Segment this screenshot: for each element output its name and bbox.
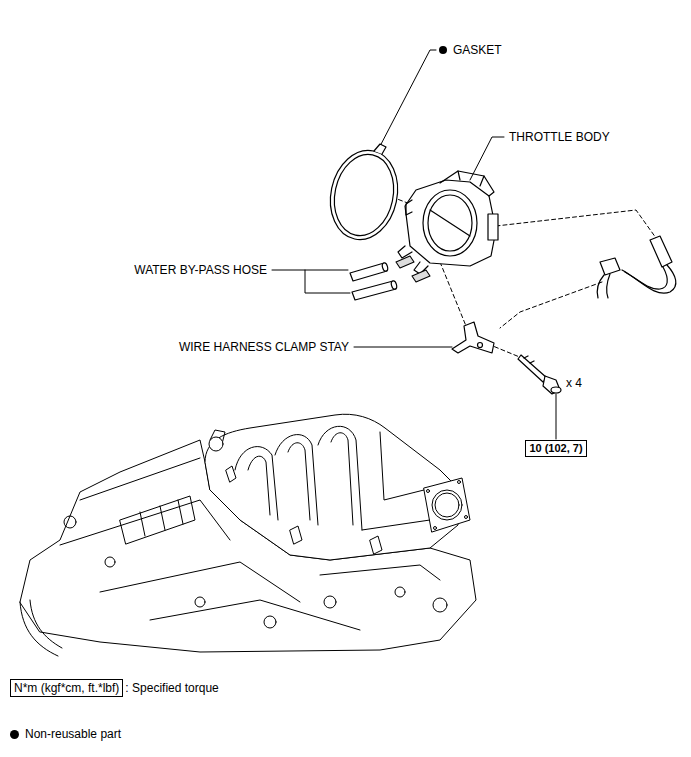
leader-lines <box>378 50 436 150</box>
engine-illustration <box>290 526 302 544</box>
wire-harness <box>650 236 672 267</box>
engine-illustration <box>20 414 476 656</box>
legend-text: Non-reusable part <box>25 727 121 741</box>
engine-illustration <box>331 433 353 525</box>
engine-illustration <box>458 481 461 484</box>
engine-illustration <box>432 490 462 520</box>
wire-harness <box>607 274 610 298</box>
engine-illustration <box>60 500 230 545</box>
hose-fitting <box>412 270 430 282</box>
throttle-body <box>430 210 470 236</box>
legend-note: : Specified torque <box>124 681 219 695</box>
engine-illustration <box>205 414 458 560</box>
wire-harness <box>597 275 604 298</box>
bolt <box>524 356 528 358</box>
engine-illustration <box>105 557 115 567</box>
gasket-ring <box>374 144 386 154</box>
leader-lines <box>556 394 557 439</box>
bolt <box>530 361 534 363</box>
gasket-ring <box>322 144 405 246</box>
throttle-body <box>398 171 498 274</box>
engine-illustration <box>362 520 430 530</box>
clamp-stay <box>452 322 494 353</box>
non-reusable-mark <box>10 730 19 739</box>
leader-lines <box>439 46 447 54</box>
engine-illustration <box>20 602 58 656</box>
water-bypass-hose <box>381 262 388 271</box>
throttle-body <box>406 200 412 215</box>
alignment-lines <box>496 210 656 238</box>
gasket-ring <box>322 144 405 246</box>
clamp-stay <box>452 322 494 353</box>
wire-harness <box>622 267 667 289</box>
engine-illustration <box>395 587 405 597</box>
torque-spec-box: 10 (102, 7) <box>525 440 586 457</box>
hose-fitting <box>396 256 414 268</box>
alignment-lines <box>500 282 602 328</box>
leader-lines <box>272 46 556 439</box>
engine-illustration <box>209 437 223 451</box>
throttle-body <box>428 195 472 251</box>
throttle-body <box>458 171 484 186</box>
engine-illustration <box>235 447 278 520</box>
bolt <box>551 387 561 393</box>
water-bypass-hose <box>350 263 387 281</box>
throttle-body <box>423 190 477 256</box>
leader-lines <box>354 347 452 348</box>
engine-illustration <box>195 597 205 607</box>
engine-illustration <box>380 432 424 500</box>
leader-lines <box>272 270 348 271</box>
engine-illustration <box>275 435 318 525</box>
engine-illustration <box>427 490 430 493</box>
wire-harness <box>597 236 676 298</box>
bolt <box>518 355 547 382</box>
engine-illustration <box>264 616 276 628</box>
bolt <box>518 355 561 394</box>
engine-illustration <box>465 516 468 519</box>
node-text: 10 (102, 7) <box>529 442 582 454</box>
engine-illustration <box>226 466 236 482</box>
water-bypass-hose <box>350 262 398 300</box>
engine-illustration <box>288 443 310 520</box>
throttle-body <box>405 180 496 266</box>
clamp-stay <box>478 343 483 348</box>
leader-lines <box>305 270 350 293</box>
engine-illustration <box>100 562 300 602</box>
engine-illustration <box>320 565 440 580</box>
part-name: GASKET <box>452 43 503 57</box>
water-bypass-hose <box>352 281 396 300</box>
engine-illustration <box>30 600 62 648</box>
engine-illustration <box>80 458 200 500</box>
legend-entry: Non-reusable part <box>10 727 121 741</box>
engine-illustration <box>435 493 459 517</box>
engine-illustration <box>64 516 76 528</box>
part-name: THROTTLE BODY <box>508 130 611 144</box>
engine-illustration <box>433 598 447 612</box>
wire-harness <box>600 258 620 275</box>
part-name: WIRE HARNESS CLAMP STAY <box>178 340 350 354</box>
hose-fitting <box>396 256 430 282</box>
engine-illustration <box>318 426 362 530</box>
water-bypass-hose <box>390 280 397 289</box>
torque-unit-box: N*m (kgf*cm, ft.*lbf) <box>10 679 123 697</box>
part-name: WATER BY-PASS HOSE <box>133 263 268 277</box>
engine-illustration <box>150 600 360 630</box>
wire-harness <box>625 265 676 293</box>
quantity-note: x 4 <box>565 376 583 390</box>
throttle-body <box>488 214 498 240</box>
alignment-lines <box>440 262 466 326</box>
engine-illustration <box>120 496 195 544</box>
node-text: N*m (kgf*cm, ft.*lbf) <box>14 681 119 695</box>
leader-lines <box>470 137 504 180</box>
engine-illustration <box>370 536 382 554</box>
engine-illustration <box>140 500 183 536</box>
bolt <box>543 376 560 394</box>
engine-illustration <box>248 456 270 515</box>
engine-illustration <box>434 527 437 530</box>
engine-illustration <box>424 478 470 532</box>
gasket-ring <box>327 149 401 241</box>
engine-illustration <box>324 596 336 608</box>
